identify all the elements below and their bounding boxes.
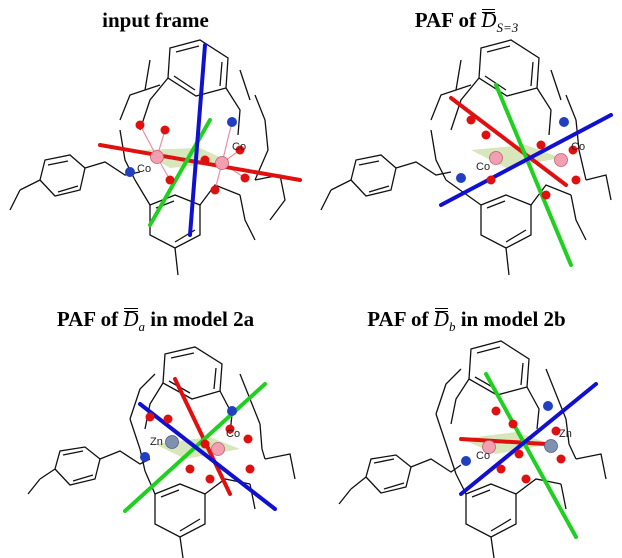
axis-z — [138, 402, 277, 511]
panel-paf-s3: PAF of DS=3 — [311, 0, 622, 279]
title-text: input frame — [102, 8, 209, 32]
panel-title: PAF of DS=3 — [311, 8, 622, 36]
metal-label: Zn — [559, 428, 572, 440]
axis-z — [439, 113, 613, 207]
metal-atom — [165, 435, 179, 449]
oxygen-atoms — [145, 412, 255, 484]
molecule-skeleton — [338, 340, 607, 558]
metal-atom — [544, 439, 558, 453]
metal-label: Co — [476, 450, 490, 462]
panel-title: PAF of Da in model 2a — [0, 307, 311, 335]
molecule-diagram: Co Co — [320, 39, 613, 276]
panel-input-frame: input frame — [0, 0, 311, 279]
tensor-symbol: D — [123, 307, 139, 331]
panel-title: PAF of Db in model 2b — [311, 307, 622, 335]
metal-label: Co — [232, 141, 246, 153]
axis-z — [459, 382, 598, 496]
tensor-subscript: b — [448, 319, 456, 335]
axis-z — [188, 43, 207, 237]
molecule-skeleton — [320, 39, 612, 276]
nitrogen-atoms — [125, 117, 237, 177]
title-suffix: in model 2b — [455, 307, 566, 331]
axes — [98, 43, 302, 237]
title-text: PAF of — [367, 307, 434, 331]
metal-label: Zn — [150, 436, 163, 448]
metal-label: Co — [226, 428, 240, 440]
panel-paf-2a: PAF of Da in model 2a — [0, 279, 311, 558]
molecule-diagram: Zn Co — [27, 346, 296, 558]
axis-y — [484, 372, 578, 539]
metal-atoms — [150, 150, 229, 170]
nitrogen-atoms — [461, 401, 553, 466]
nitrogen-atoms — [456, 117, 569, 183]
axis-x — [449, 96, 568, 187]
tensor-symbol: D — [433, 307, 449, 331]
tensor-subscript: S=3 — [496, 20, 519, 36]
metal-label: Co — [476, 161, 490, 173]
panel-paf-2b: PAF of Db in model 2b — [311, 279, 622, 558]
oxygen-atoms — [491, 406, 566, 484]
coordination-plane — [471, 145, 561, 168]
tensor-subscript: a — [138, 319, 146, 335]
axes — [459, 372, 598, 539]
axes — [439, 83, 613, 267]
axis-x — [459, 437, 548, 446]
oxygen-atoms — [135, 120, 250, 195]
metal-atom — [489, 151, 503, 165]
metal-atom — [482, 440, 496, 454]
axis-y — [148, 118, 212, 227]
axis-y — [494, 83, 573, 267]
metal-label: Co — [137, 163, 151, 175]
thin-bonds — [139, 121, 246, 191]
axis-x — [98, 143, 302, 182]
title-text: PAF of — [414, 8, 482, 32]
tensor-symbol: D — [481, 8, 497, 32]
panel-title: input frame — [0, 8, 311, 33]
nitrogen-atoms — [140, 406, 237, 462]
metal-label: Co — [571, 141, 585, 153]
axis-x — [173, 377, 232, 496]
molecule-diagram: Co Zn — [338, 340, 607, 558]
axes — [123, 377, 277, 513]
title-text: PAF of — [56, 307, 124, 331]
metal-atom — [211, 442, 225, 456]
title-suffix: in model 2a — [145, 307, 255, 331]
molecule-skeleton — [9, 39, 286, 276]
molecule-diagram: Co Co — [9, 39, 302, 276]
molecule-skeleton — [27, 346, 296, 558]
metal-atom — [554, 153, 568, 167]
oxygen-atoms — [466, 115, 581, 200]
